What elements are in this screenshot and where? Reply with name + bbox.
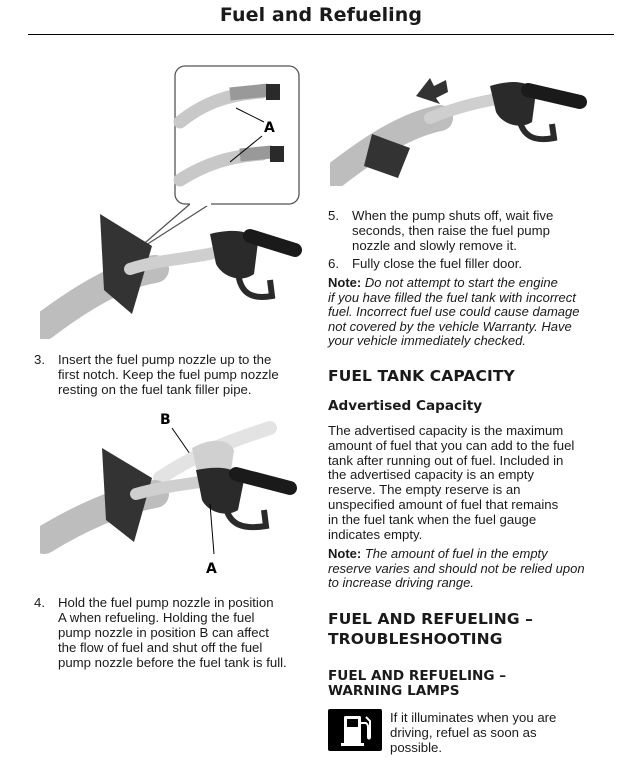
heading-line: FUEL AND REFUELING – bbox=[328, 610, 534, 628]
step-number: 6. bbox=[328, 256, 339, 271]
note-line: Do not attempt to start the engine bbox=[364, 275, 558, 290]
step-number: 5. bbox=[328, 208, 339, 223]
note-line: if you have filled the fuel tank with in… bbox=[328, 289, 576, 305]
label-b: B bbox=[160, 412, 171, 428]
label-a: A bbox=[206, 561, 217, 577]
warning-lamp-description: If it illuminates when you are driving, … bbox=[390, 710, 605, 755]
step-line: first notch. Keep the fuel pump nozzle bbox=[58, 367, 279, 382]
step-line: Insert the fuel pump nozzle up to the bbox=[58, 352, 272, 367]
note-line: The amount of fuel in the empty bbox=[364, 546, 548, 561]
raise-arrow-icon bbox=[416, 78, 448, 104]
label-a-inset: A bbox=[264, 120, 275, 136]
figure-nozzle-positions: B A bbox=[40, 408, 310, 578]
note-line: reserve varies and should not be relied … bbox=[328, 560, 585, 576]
para-line: unspecified amount of fuel that remains bbox=[328, 496, 559, 512]
page-title: Fuel and Refueling bbox=[219, 4, 423, 26]
note-line: to increase driving range. bbox=[328, 575, 474, 591]
note-label: Note: bbox=[328, 275, 362, 290]
para-line: reserve. The empty reserve is an bbox=[328, 482, 521, 498]
step-4: 4. Hold the fuel pump nozzle in position… bbox=[34, 595, 314, 671]
step-line: pump nozzle before the fuel tank is full… bbox=[58, 655, 287, 670]
step-line: When the pump shuts off, wait five bbox=[352, 208, 554, 223]
section-heading-fuel-tank-capacity: FUEL TANK CAPACITY bbox=[328, 367, 515, 385]
figure-nozzle-removal bbox=[330, 66, 600, 186]
note-line: fuel. Incorrect fuel use could cause dam… bbox=[328, 304, 580, 320]
para-line: possible. bbox=[390, 739, 443, 755]
note-line: not covered by the vehicle Warranty. Hav… bbox=[328, 318, 572, 334]
note-line: your vehicle immediately checked. bbox=[328, 333, 526, 349]
step-line: Fully close the fuel filler door. bbox=[352, 256, 523, 271]
note-incorrect-fuel: Note: Do not attempt to start the engine… bbox=[328, 275, 606, 349]
step-3: 3. Insert the fuel pump nozzle up to the… bbox=[34, 352, 314, 398]
paragraph-advertised-capacity: The advertised capacity is the maximum a… bbox=[328, 423, 600, 542]
para-line: the advertised capacity is an empty bbox=[328, 467, 534, 483]
para-line: indicates empty. bbox=[328, 526, 423, 542]
step-line: seconds, then raise the fuel pump bbox=[352, 223, 550, 238]
step-line: A when refueling. Holding the fuel bbox=[58, 610, 255, 625]
para-line: tank after running out of fuel. Included… bbox=[328, 452, 564, 468]
para-line: The advertised capacity is the maximum bbox=[328, 423, 564, 438]
step-line: nozzle and slowly remove it. bbox=[352, 238, 517, 253]
para-line: in the fuel tank when the fuel gauge bbox=[328, 511, 537, 527]
step-number: 3. bbox=[34, 352, 45, 367]
fuel-warning-lamp bbox=[328, 709, 382, 751]
section-heading-troubleshooting: FUEL AND REFUELING – TROUBLESHOOTING bbox=[328, 609, 533, 649]
step-line: Hold the fuel pump nozzle in position bbox=[58, 595, 274, 610]
para-line: If it illuminates when you are bbox=[390, 710, 557, 725]
figure-nozzle-first-notch: A bbox=[40, 64, 310, 339]
step-5: 5. When the pump shuts off, wait five se… bbox=[328, 208, 608, 254]
para-line: amount of fuel that you can add to the f… bbox=[328, 437, 575, 453]
note-label: Note: bbox=[328, 546, 362, 561]
note-empty-reserve: Note: The amount of fuel in the empty re… bbox=[328, 546, 606, 591]
subheading-advertised-capacity: Advertised Capacity bbox=[328, 398, 483, 414]
step-line: the flow of fuel and shut off the fuel bbox=[58, 640, 263, 655]
step-6: 6. Fully close the fuel filler door. bbox=[328, 256, 608, 272]
step-line: resting on the fuel tank filler pipe. bbox=[58, 382, 252, 397]
step-line: pump nozzle in position B can affect bbox=[58, 625, 269, 640]
fuel-pump-icon bbox=[341, 716, 371, 746]
para-line: driving, refuel as soon as bbox=[390, 724, 537, 740]
heading-line: TROUBLESHOOTING bbox=[328, 630, 503, 648]
step-number: 4. bbox=[34, 595, 45, 610]
heading-line: FUEL AND REFUELING – bbox=[328, 668, 507, 684]
subheading-warning-lamps: FUEL AND REFUELING – WARNING LAMPS bbox=[328, 669, 506, 699]
heading-line: WARNING LAMPS bbox=[328, 683, 460, 699]
header-divider bbox=[28, 34, 614, 35]
